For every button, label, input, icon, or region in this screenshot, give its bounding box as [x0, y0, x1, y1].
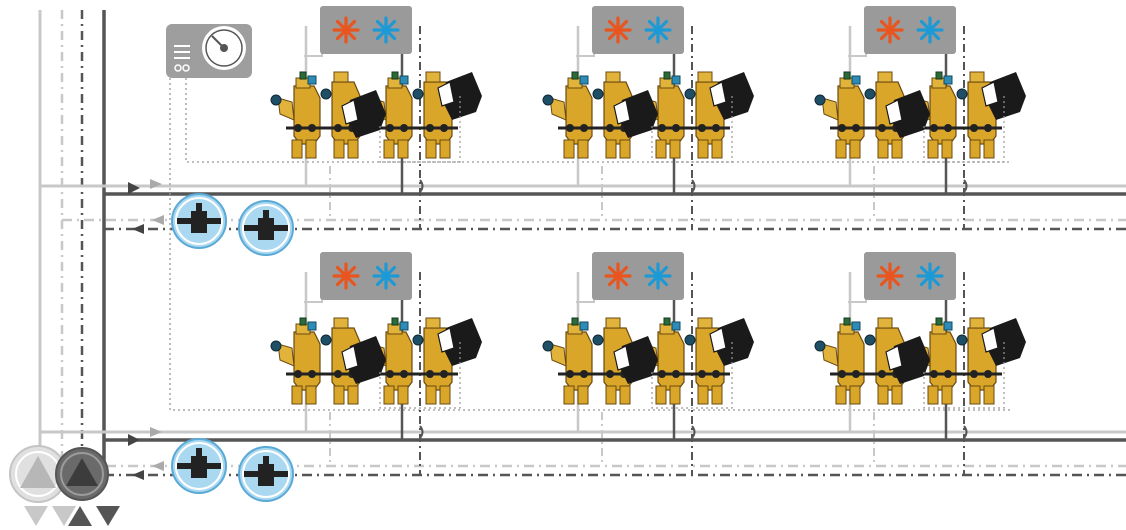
thermostat-controller-icon[interactable] — [166, 24, 252, 78]
fan-coil-box[interactable] — [592, 252, 684, 300]
fan-coil-box[interactable] — [864, 252, 956, 300]
balancing-valve-icon[interactable] — [172, 439, 226, 493]
fan-coil-box[interactable] — [320, 6, 412, 54]
fan-coil-unit — [269, 6, 483, 229]
fan-coil-unit — [541, 252, 755, 475]
heating-snowflake-icon — [604, 262, 632, 290]
fan-coil-unit — [269, 252, 483, 475]
pump-triangle-icon[interactable] — [55, 447, 109, 501]
cooling-snowflake-icon — [644, 16, 672, 44]
heating-snowflake-icon — [604, 16, 632, 44]
cooling-snowflake-icon — [916, 16, 944, 44]
pump-triangle-icon[interactable] — [9, 445, 67, 503]
riser-flow-arrows — [24, 506, 120, 526]
balancing-valve-icon[interactable] — [172, 194, 226, 248]
cooling-snowflake-icon — [372, 262, 400, 290]
control-wiring — [169, 78, 1010, 411]
balancing-valve-icon[interactable] — [239, 447, 293, 501]
heating-snowflake-icon — [332, 262, 360, 290]
cooling-snowflake-icon — [644, 262, 672, 290]
heating-snowflake-icon — [876, 16, 904, 44]
fan-coil-units — [269, 6, 1027, 475]
fan-coil-unit — [813, 252, 1027, 475]
heating-snowflake-icon — [876, 262, 904, 290]
heating-snowflake-icon — [332, 16, 360, 44]
cooling-snowflake-icon — [372, 16, 400, 44]
fan-coil-box[interactable] — [864, 6, 956, 54]
fan-coil-box[interactable] — [592, 6, 684, 54]
cooling-snowflake-icon — [916, 262, 944, 290]
fan-coil-unit — [813, 6, 1027, 229]
risers — [38, 10, 106, 470]
balancing-valve-icon[interactable] — [239, 201, 293, 255]
fan-coil-box[interactable] — [320, 252, 412, 300]
fan-coil-unit — [541, 6, 755, 229]
